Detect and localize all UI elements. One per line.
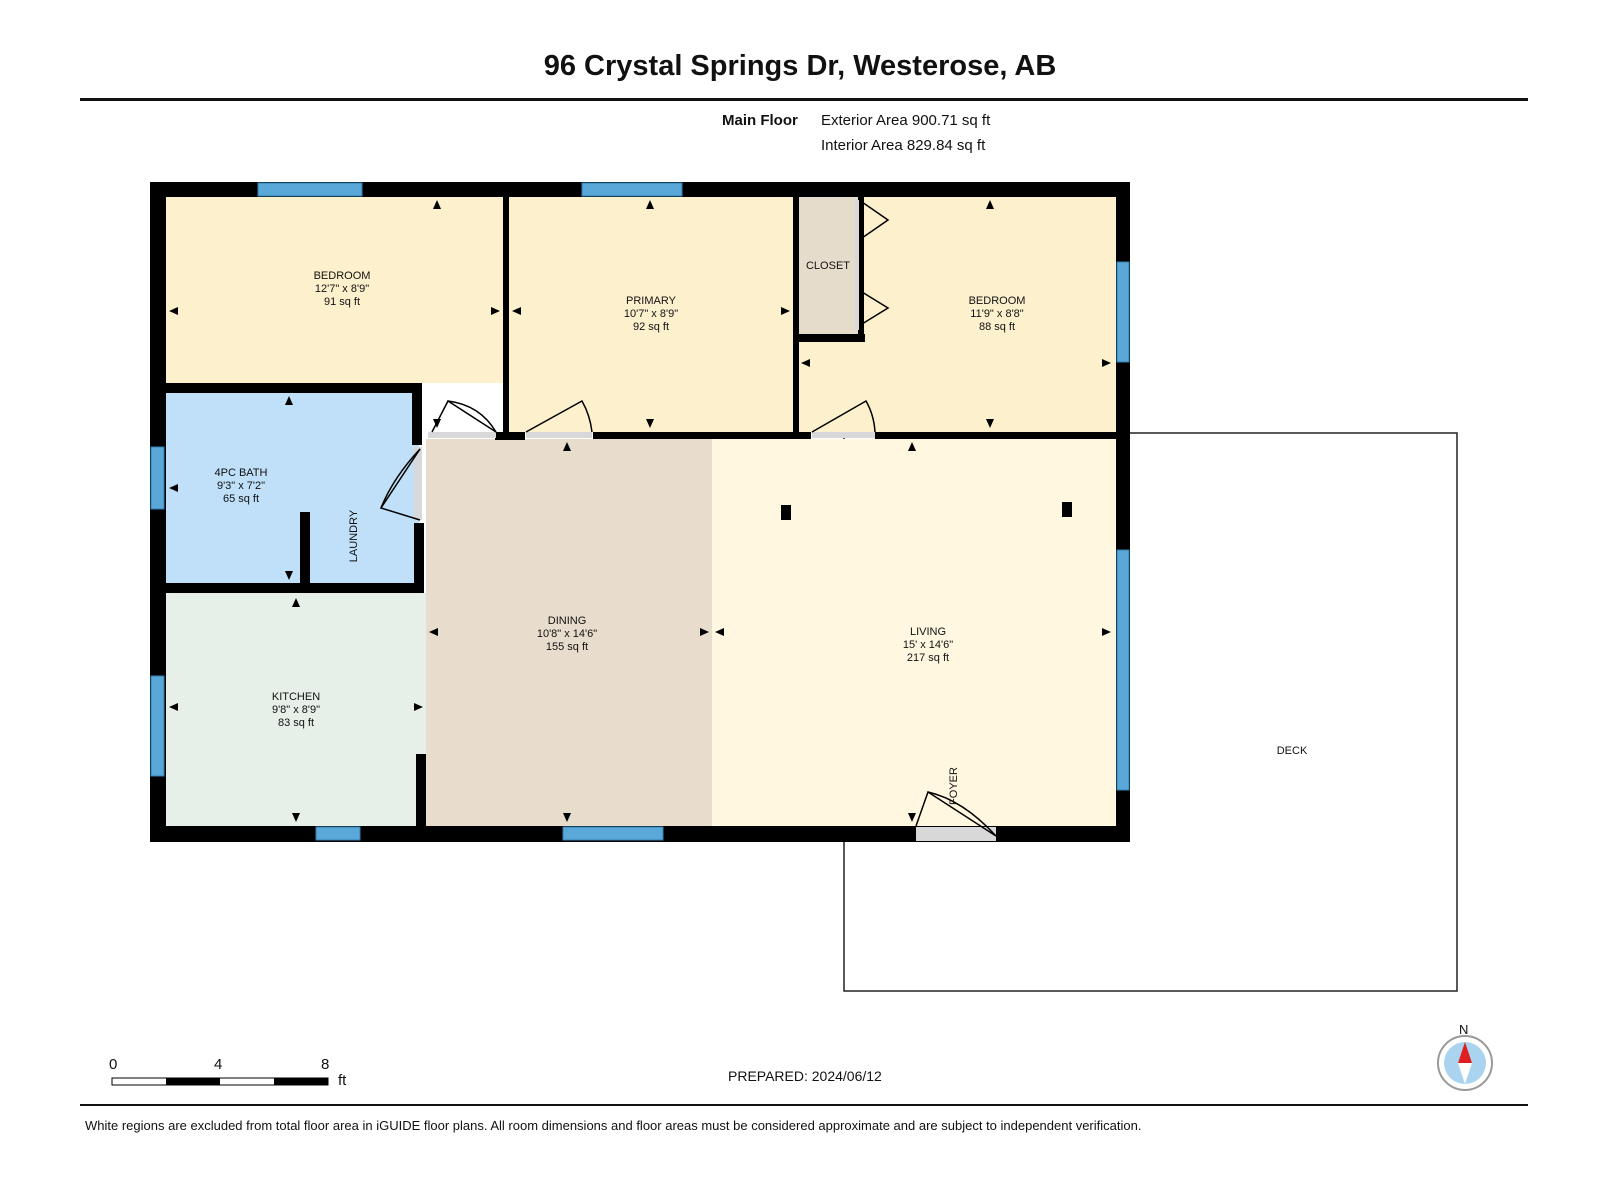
dining-dims: 10'8" x 14'6"	[537, 628, 597, 640]
primary-dims: 10'7" x 8'9"	[624, 308, 678, 320]
interior-area: Interior Area 829.84 sq ft	[821, 137, 986, 154]
room-labels: BEDROOM 12'7" x 8'9" 91 sq ft PRIMARY 10…	[215, 260, 1308, 805]
closet-name: CLOSET	[806, 260, 850, 272]
compass-icon	[1437, 1035, 1493, 1091]
room-primary	[509, 197, 793, 434]
room-kitchen	[166, 593, 426, 826]
foyer-name: FOYER	[948, 767, 960, 805]
bath-name: 4PC BATH	[215, 467, 268, 479]
living-area: 217 sq ft	[907, 652, 949, 664]
room-bedroom1	[166, 197, 503, 383]
dining-area: 155 sq ft	[546, 641, 588, 653]
door-swings	[379, 201, 997, 837]
dimension-arrows	[169, 200, 1111, 822]
bedroom1-name: BEDROOM	[314, 270, 371, 282]
bedroom1-dims: 12'7" x 8'9"	[315, 283, 369, 295]
laundry-name: LAUNDRY	[348, 509, 360, 562]
scale-tick-4: 4	[214, 1056, 223, 1073]
floor-name: Main Floor	[722, 112, 798, 129]
room-living	[712, 439, 1116, 826]
living-dims: 15' x 14'6"	[903, 639, 953, 651]
exterior-area: Exterior Area 900.71 sq ft	[821, 112, 991, 129]
kitchen-area: 83 sq ft	[278, 717, 314, 729]
bedroom2-name: BEDROOM	[969, 295, 1026, 307]
compass-north-label: N	[1459, 1022, 1469, 1037]
footer-rule	[80, 1104, 1528, 1106]
scale-bar	[111, 1077, 329, 1086]
primary-name: PRIMARY	[626, 295, 677, 307]
scale-unit: ft	[338, 1072, 347, 1089]
bedroom2-area: 88 sq ft	[979, 321, 1015, 333]
primary-area: 92 sq ft	[633, 321, 669, 333]
room-dining	[426, 439, 712, 826]
scale-tick-0: 0	[109, 1056, 118, 1073]
plan-title: 96 Crystal Springs Dr, Westerose, AB	[543, 50, 1057, 82]
kitchen-dims: 9'8" x 8'9"	[272, 704, 320, 716]
windows	[150, 182, 1130, 841]
prepared-date: PREPARED: 2024/06/12	[728, 1068, 882, 1084]
header-rule	[80, 98, 1528, 101]
dining-name: DINING	[548, 615, 587, 627]
bedroom1-area: 91 sq ft	[324, 296, 360, 308]
bath-dims: 9'3" x 7'2"	[217, 480, 265, 492]
room-closet-top	[798, 197, 858, 334]
deck-name: DECK	[1277, 745, 1308, 757]
bedroom2-dims: 11'9" x 8'8"	[970, 308, 1023, 320]
door-openings	[414, 200, 996, 841]
disclaimer: White regions are excluded from total fl…	[85, 1118, 1142, 1133]
scale-tick-8: 8	[321, 1056, 330, 1073]
room-bath	[166, 390, 419, 586]
bath-area: 65 sq ft	[223, 493, 259, 505]
living-name: LIVING	[910, 626, 946, 638]
kitchen-name: KITCHEN	[272, 691, 320, 703]
